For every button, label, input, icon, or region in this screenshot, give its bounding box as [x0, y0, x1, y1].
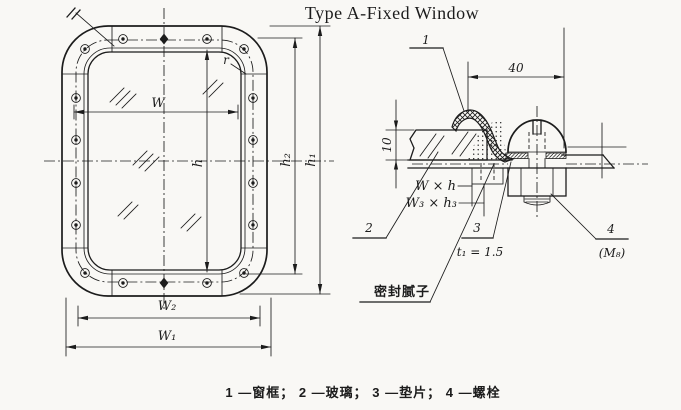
callout-bolt: 4 (M₈)	[550, 193, 629, 260]
front-view: r W h h₂ h₁	[44, 7, 334, 357]
glass-size-label: W × h	[415, 179, 456, 194]
sealing-putty-label: 密封腻子	[373, 284, 430, 299]
dim-h1: h₁	[239, 25, 331, 295]
section-view: 1 40 10	[352, 27, 648, 303]
callout-gasket: 3 t₁ = 1.5	[457, 161, 512, 259]
dim-w2: W₂	[77, 299, 261, 327]
bulkhead-plate	[407, 122, 648, 179]
gasket-thickness-label: t₁ = 1.5	[457, 245, 503, 259]
dim-w-label: W	[151, 96, 166, 111]
dim-10-label: 10	[380, 137, 394, 153]
dim-10: 10	[380, 99, 415, 189]
frame-bolts	[71, 33, 258, 289]
bolt-shank	[528, 132, 546, 169]
dim-40-label: 40	[507, 61, 524, 75]
gasket	[505, 152, 567, 159]
glass-size-ref: W × h	[415, 179, 473, 207]
bolt-assembly	[505, 106, 567, 220]
frame-clamp-section	[451, 109, 515, 163]
sealing-putty-callout: 密封腻子	[359, 163, 495, 303]
figure-caption: 1 —窗框； 2 —玻璃； 3 —垫片； 4 —螺栓	[225, 385, 500, 401]
glass-hatch-marks	[109, 79, 224, 232]
callout-bolt-number: 4	[606, 222, 615, 236]
callout-frame-number: 1	[422, 33, 430, 47]
drawing-title: Type A-Fixed Window	[305, 3, 479, 23]
frame-joint-lines	[61, 25, 268, 297]
dim-h: h	[191, 49, 210, 273]
callout-frame: 1	[409, 33, 465, 112]
bolt-head	[507, 119, 567, 153]
dim-h1-label: h₁	[304, 153, 319, 167]
dim-w1: W₁	[65, 297, 272, 357]
callout-gasket-number: 3	[473, 221, 481, 235]
callout-glass-number: 2	[364, 221, 373, 235]
callout-glass: 2	[352, 151, 439, 239]
frame-leg	[471, 163, 504, 185]
opening-size-label: W₃ × h₃	[406, 196, 457, 211]
dim-h2-label: h₂	[279, 153, 294, 167]
bolt-nut	[507, 167, 567, 206]
dim-w: W	[73, 96, 239, 120]
weld-symbol	[66, 7, 115, 47]
dim-h2: h₂	[245, 37, 303, 275]
corner-radius-label: r	[223, 53, 230, 67]
corner-radius-callout: r	[223, 53, 247, 75]
bolt-thread-label: (M₈)	[599, 246, 626, 260]
opening-size-ref: W₃ × h₃	[406, 183, 485, 217]
dim-w1-label: W₁	[158, 329, 177, 344]
dim-h-label: h	[191, 159, 206, 167]
dim-w2-label: W₂	[158, 299, 177, 314]
dim-40: 40	[467, 27, 565, 149]
